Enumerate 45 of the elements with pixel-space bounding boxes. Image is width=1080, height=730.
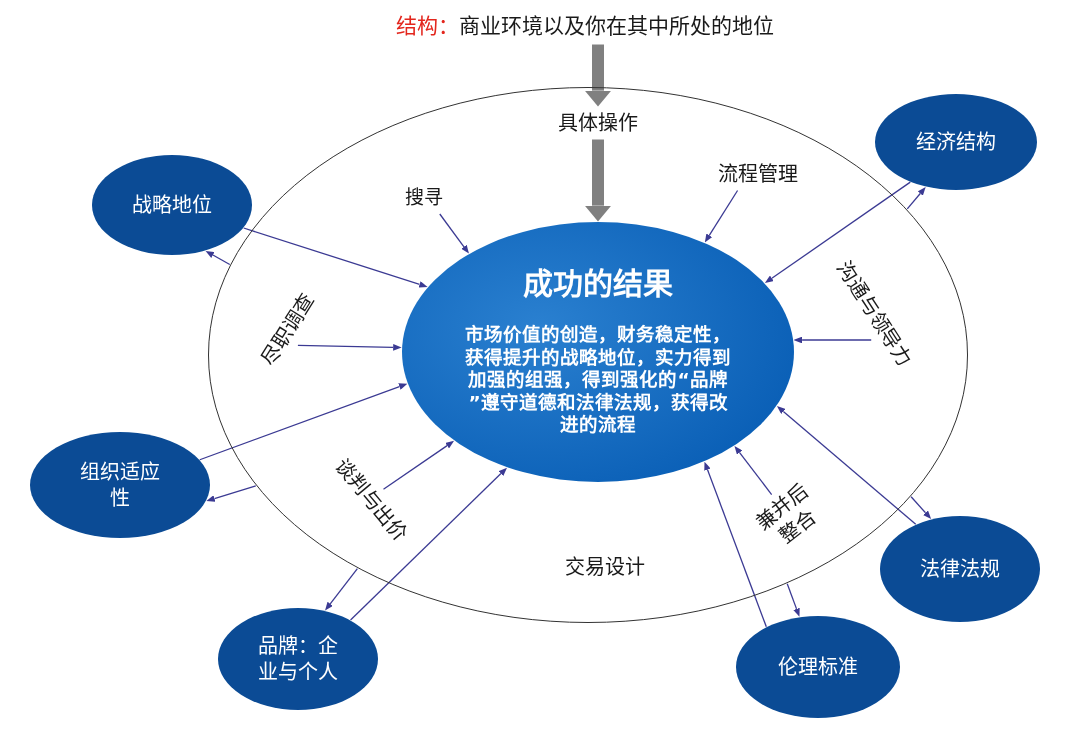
arrow	[205, 250, 231, 266]
arrow	[243, 227, 428, 288]
step-label: 谈判与出价	[329, 453, 413, 547]
ellipse-body: 市场价值的创造，财务稳定性，获得提升的战略地位，实力得到加强的组强，得到强化的“品牌”遵守道德和法律法规，获得改进的流程	[465, 324, 731, 437]
arrow	[906, 187, 926, 210]
arrow	[910, 496, 932, 520]
factor-ellipse	[92, 155, 252, 255]
step-label: 搜寻	[405, 186, 443, 210]
step-label: 尽职调查	[256, 289, 320, 371]
step-label: 具体操作	[558, 110, 638, 136]
arrow	[349, 467, 507, 621]
factor-ellipse	[875, 94, 1037, 190]
arrow	[704, 461, 767, 628]
result-ellipse	[402, 222, 794, 482]
thick-arrow	[584, 44, 612, 107]
ellipse-label: 伦理标准	[778, 654, 858, 680]
ellipse-label: 品牌：企业与个人	[257, 633, 339, 685]
ellipse-label: 法律法规	[920, 556, 1000, 582]
factor-ellipse	[30, 432, 210, 538]
step-label: 流程管理	[718, 161, 798, 187]
arrow	[793, 336, 872, 344]
arrow	[764, 181, 911, 284]
factor-ellipse	[736, 616, 900, 718]
arrow	[325, 567, 359, 611]
step-label: 沟通与领导力	[830, 256, 918, 372]
factor-ellipse	[218, 608, 378, 710]
arrow	[382, 440, 455, 490]
ring-label: 交易设计	[565, 553, 645, 580]
title-text: 商业环境以及你在其中所处的地位	[459, 14, 774, 39]
arrow	[786, 583, 800, 617]
ellipse-label: 战略地位	[132, 192, 212, 218]
arrow	[776, 405, 917, 525]
title-label: 结构：	[396, 14, 459, 39]
factor-ellipse	[880, 516, 1040, 622]
ellipse-label: 组织适应性	[79, 459, 161, 511]
arrow	[734, 445, 773, 496]
arrow	[199, 383, 408, 461]
ellipse-heading: 成功的结果	[523, 266, 673, 302]
ellipse-label: 经济结构	[916, 129, 996, 155]
step-label: 兼并后整合	[749, 477, 831, 557]
arrow	[704, 189, 739, 243]
arrow	[439, 213, 469, 254]
arrow	[297, 344, 402, 351]
arrow	[206, 485, 257, 502]
thick-arrow	[584, 139, 612, 222]
